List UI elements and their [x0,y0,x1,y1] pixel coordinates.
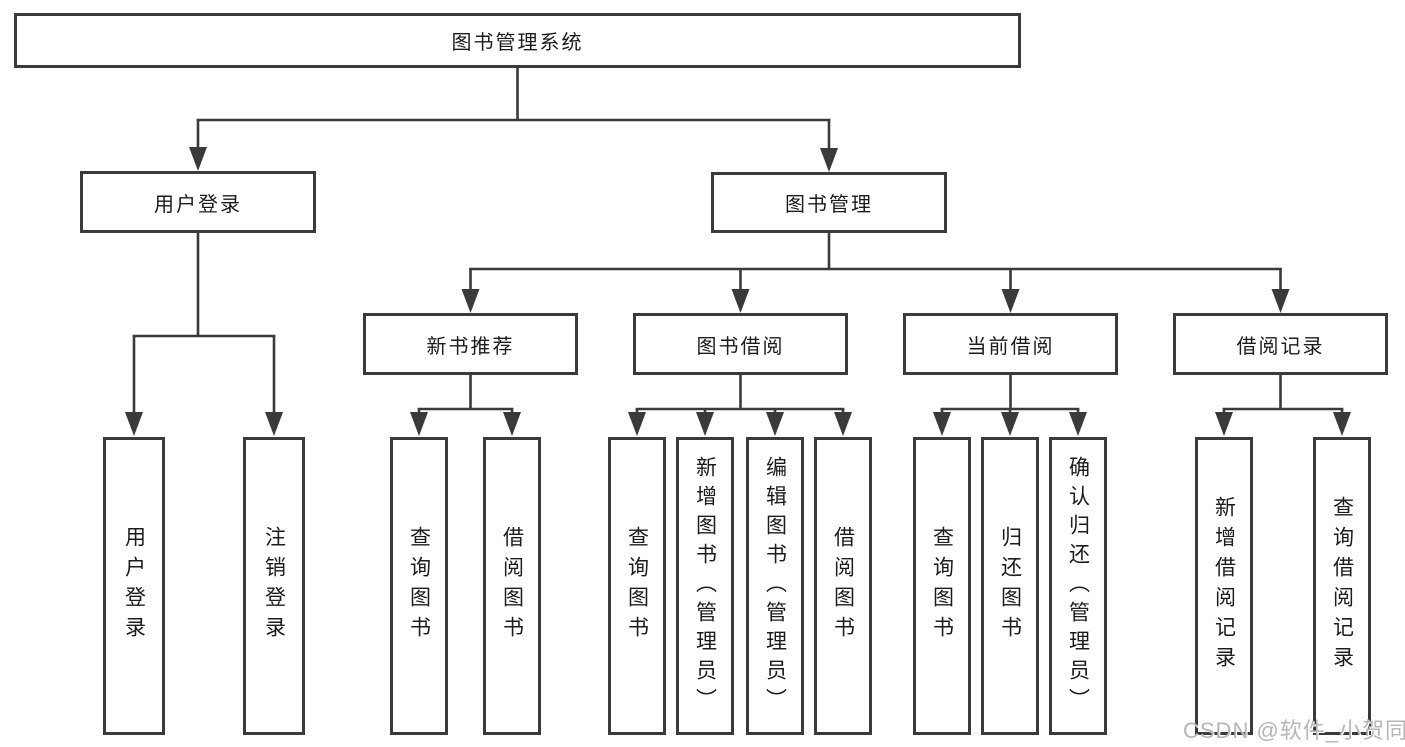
node-leaf-confirm-return-admin: 确认归还（管理员） [1049,437,1107,735]
node-new-book-recommend: 新书推荐 [363,313,578,375]
node-label: 当前借阅 [966,335,1055,358]
node-borrow-record: 借阅记录 [1173,313,1388,375]
node-current-borrow: 当前借阅 [903,313,1118,375]
node-leaf-user-login: 用户登录 [103,437,165,735]
node-label: 查询图书 [625,526,649,646]
node-label: 用户登录 [122,526,146,646]
node-label: 图书管理 [785,194,873,216]
node-label: 用户登录 [154,193,242,216]
node-leaf-borrow-books: 借阅图书 [483,437,541,735]
node-label: 借阅记录 [1236,335,1325,358]
node-user-login: 用户登录 [80,171,316,233]
node-label: 查询图书 [930,526,954,646]
node-leaf-query-books: 查询图书 [608,437,666,735]
node-label: 图书管理系统 [451,32,584,54]
node-label: 注销登录 [262,526,286,646]
node-book-borrow: 图书借阅 [633,313,848,375]
node-label: 归还图书 [998,526,1022,646]
node-leaf-borrow-books: 借阅图书 [814,437,872,735]
node-leaf-add-borrow-record: 新增借阅记录 [1195,437,1253,735]
node-leaf-query-books: 查询图书 [913,437,971,735]
node-leaf-logout: 注销登录 [243,437,305,735]
node-label: 确认归还（管理员） [1066,455,1090,717]
node-label: 新增图书（管理员） [693,455,717,717]
csdn-watermark: CSDN @软件_小贺同学 [1183,718,1405,743]
node-label: 查询图书 [407,526,431,646]
node-leaf-query-books: 查询图书 [390,437,448,735]
node-label: 新增借阅记录 [1212,496,1236,676]
node-leaf-add-books-admin: 新增图书（管理员） [676,437,734,735]
node-root: 图书管理系统 [14,13,1021,68]
node-label: 图书借阅 [696,335,785,358]
node-label: 借阅图书 [831,526,855,646]
node-label: 查询借阅记录 [1330,496,1354,676]
node-leaf-query-borrow-record: 查询借阅记录 [1313,437,1371,735]
node-label: 编辑图书（管理员） [763,455,787,717]
node-label: 新书推荐 [426,335,515,358]
node-leaf-return-books: 归还图书 [981,437,1039,735]
node-label: 借阅图书 [500,526,524,646]
node-leaf-edit-books-admin: 编辑图书（管理员） [746,437,804,735]
node-book-management: 图书管理 [711,172,947,233]
